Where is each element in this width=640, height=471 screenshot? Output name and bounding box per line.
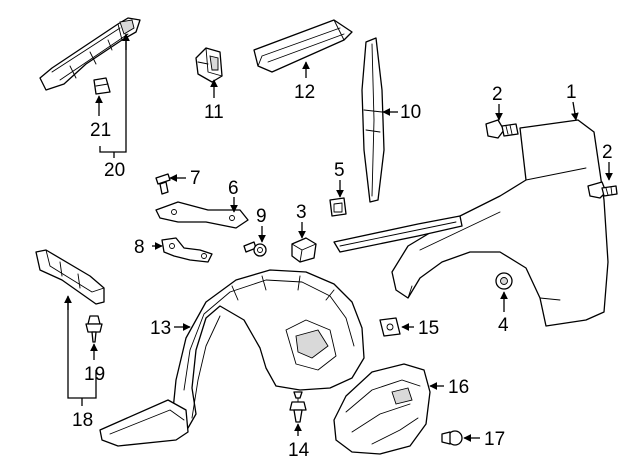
part-10-seal	[361, 37, 385, 203]
part-13-wheelhouse-liner	[99, 269, 365, 447]
callout-21: 21	[90, 120, 111, 141]
part-11-bracket	[195, 47, 223, 83]
part-9-bolt	[243, 241, 267, 257]
callout-6: 6	[228, 178, 239, 199]
part-5-clip	[329, 197, 347, 217]
part-12-insulator	[253, 19, 353, 73]
callout-19: 19	[84, 364, 105, 385]
callout-4: 4	[498, 315, 509, 336]
part-19-push-pin	[85, 315, 103, 343]
callout-12: 12	[294, 82, 315, 103]
part-6-bracket	[155, 201, 249, 229]
part-15-clip-nut	[379, 317, 401, 337]
part-2-bolt-upper	[485, 119, 519, 139]
callout-7: 7	[190, 168, 201, 189]
callout-labels: 1 2 2 3 4 5 6 7 8 9 10 11 12 13 14 15 16…	[72, 82, 613, 461]
callout-18: 18	[72, 410, 93, 431]
part-20-upper-rail	[39, 17, 141, 91]
part-21-clip	[93, 77, 111, 95]
leader-1	[570, 101, 579, 121]
callout-2-upper: 2	[492, 84, 503, 105]
callout-9: 9	[256, 206, 267, 227]
callout-5: 5	[334, 160, 345, 181]
leader-20-bracket	[99, 36, 127, 153]
part-8-bracket	[161, 237, 213, 263]
callout-3: 3	[296, 202, 307, 223]
callout-10: 10	[400, 102, 421, 123]
callout-8: 8	[134, 237, 145, 258]
callout-16: 16	[448, 377, 469, 398]
callout-11: 11	[204, 102, 224, 123]
part-2-bolt-right	[587, 181, 618, 199]
callout-13: 13	[150, 318, 171, 339]
callout-17: 17	[484, 429, 505, 450]
callout-15: 15	[418, 318, 439, 339]
part-17-push-pin	[441, 430, 463, 446]
part-7-bolt	[155, 173, 171, 195]
fender-liner-strip	[333, 215, 463, 253]
callout-1: 1	[566, 82, 577, 103]
part-16-splash-shield	[333, 363, 431, 455]
part-18-rail	[35, 249, 105, 305]
leader-lines	[64, 33, 613, 442]
callout-2-right: 2	[602, 142, 613, 163]
part-3-block	[291, 237, 317, 263]
part-14-push-pin	[289, 391, 307, 423]
callout-20: 20	[104, 160, 125, 181]
callout-14: 14	[288, 440, 310, 461]
part-4-nut	[495, 272, 513, 290]
